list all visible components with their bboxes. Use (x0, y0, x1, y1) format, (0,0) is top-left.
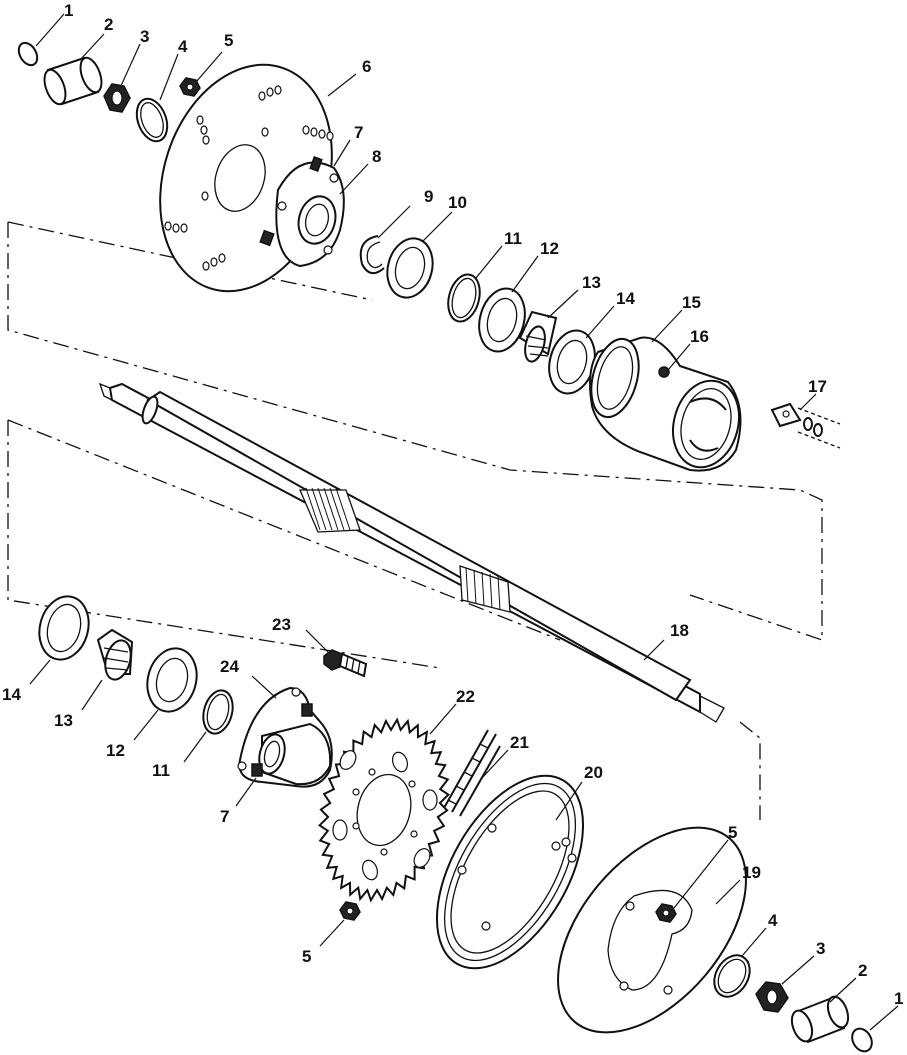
callout-14-bottom: 14 (2, 685, 21, 704)
axle-carrier-housing (589, 336, 742, 472)
callout-5-top: 5 (224, 31, 233, 50)
callout-20: 20 (584, 763, 603, 782)
callout-11-top: 11 (504, 229, 522, 248)
bearing-cup-12-top (478, 287, 526, 353)
o-ring-4-bottom (713, 954, 751, 998)
callout-labels: 1 2 3 4 5 6 7 8 9 10 11 12 13 14 15 16 1… (2, 1, 903, 1008)
callout-7-bottom: 7 (220, 807, 229, 826)
bearing-cup-12-bottom (146, 647, 198, 713)
callout-2-top: 2 (104, 15, 113, 34)
snap-ring-top (17, 41, 39, 67)
bolt-23 (323, 649, 368, 678)
small-nut-top (179, 77, 201, 97)
nut-top (103, 83, 131, 113)
callout-3-bottom: 3 (816, 939, 825, 958)
callout-7-top: 7 (354, 123, 363, 142)
snap-ring-1-bottom (851, 1027, 873, 1053)
callout-15: 15 (682, 293, 701, 312)
callout-13-top: 13 (582, 273, 601, 292)
callout-12-bottom: 12 (106, 741, 125, 760)
seal-10 (386, 237, 434, 299)
callout-18: 18 (670, 621, 689, 640)
o-ring-11-bottom (202, 689, 234, 735)
small-nut-5-lower (339, 901, 361, 921)
callout-11-bottom: 11 (152, 761, 170, 780)
callout-12-top: 12 (540, 239, 559, 258)
brake-disc-19 (557, 826, 747, 1034)
leader-lines (29, 13, 899, 1031)
callout-2-bottom: 2 (858, 961, 867, 980)
small-nut-5-disc (655, 903, 677, 923)
callout-17: 17 (808, 377, 827, 396)
axle-shaft-18 (98, 382, 725, 723)
sleeve-2-bottom (790, 995, 850, 1044)
callout-5-bottom: 5 (302, 947, 311, 966)
callout-4-bottom: 4 (768, 911, 778, 930)
o-ring-11-top (447, 273, 481, 323)
callout-13-bottom: 13 (54, 711, 73, 730)
callout-4-top: 4 (178, 37, 188, 56)
callout-19: 19 (742, 863, 761, 882)
sprocket-22 (318, 717, 450, 903)
cone-bearing-13-top (518, 310, 558, 363)
callout-23: 23 (272, 615, 291, 634)
callout-22: 22 (456, 687, 475, 706)
bearing-cup-14-bottom (38, 595, 90, 661)
callout-5-disc: 5 (728, 823, 737, 842)
snap-ring-9 (359, 235, 385, 275)
sprocket-hub-24 (237, 686, 333, 788)
callout-1-bottom: 1 (894, 989, 903, 1008)
hub-flange-top (259, 156, 345, 268)
chain-section-21 (443, 729, 501, 817)
callout-9: 9 (424, 187, 433, 206)
callout-24: 24 (220, 657, 239, 676)
callout-3-top: 3 (140, 27, 149, 46)
brake-drum-20 (435, 774, 585, 970)
fastener-set-17 (770, 402, 841, 449)
callout-8: 8 (372, 147, 381, 166)
callout-6: 6 (362, 57, 371, 76)
callout-16: 16 (690, 327, 709, 346)
callout-14-top: 14 (616, 289, 635, 308)
o-ring-top (135, 97, 169, 143)
cone-bearing-13-bottom (96, 628, 134, 681)
callout-21: 21 (510, 733, 529, 752)
sleeve-top (43, 56, 103, 106)
callout-1-top: 1 (64, 1, 73, 20)
nut-3-bottom (755, 981, 789, 1013)
callout-10: 10 (448, 193, 467, 212)
